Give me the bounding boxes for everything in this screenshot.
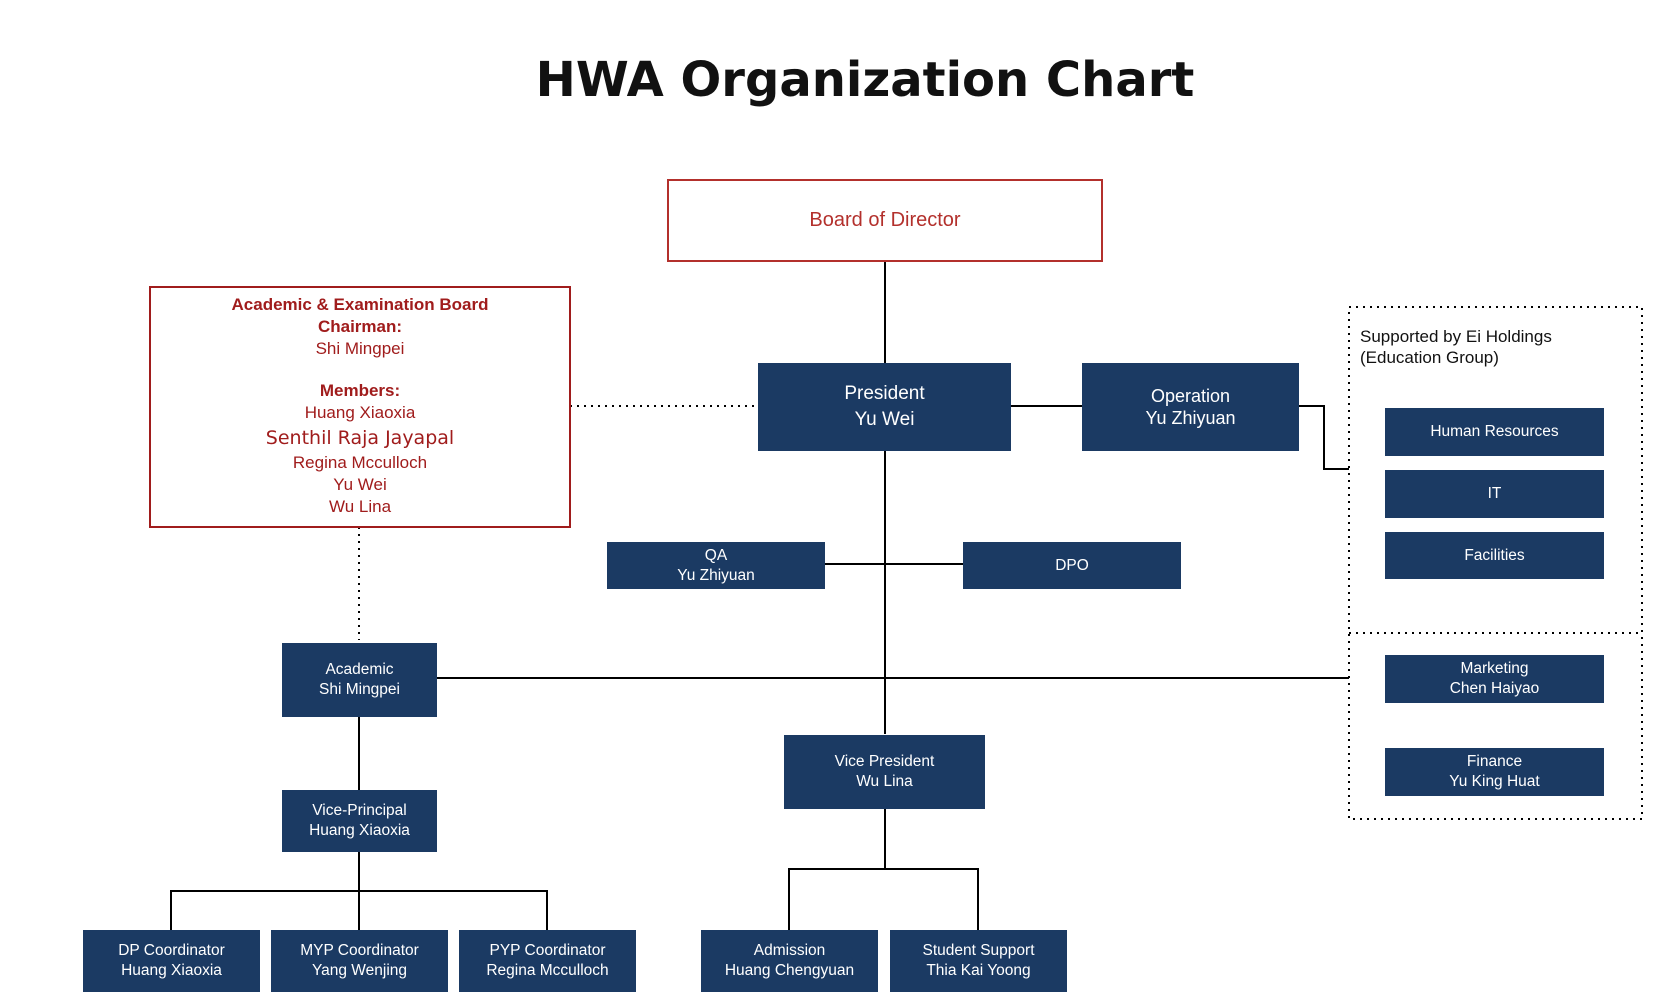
coordinator-role: MYP Coordinator [300, 942, 419, 959]
admission-name: Huang Chengyuan [724, 962, 855, 979]
facilities-label: Facilities [1464, 546, 1525, 564]
myp-coordinator-box: MYP Coordinator Yang Wenjing [271, 930, 448, 992]
member-name: Huang Xiaoxia [304, 403, 416, 422]
dp-coordinator-box: DP Coordinator Huang Xiaoxia [83, 930, 260, 992]
vice-principal-name: Huang Xiaoxia [309, 822, 410, 839]
vice-principal-role: Vice-Principal [312, 802, 407, 819]
vice-president-role: Vice President [834, 753, 935, 770]
it-box: IT [1385, 470, 1604, 518]
admission-role: Admission [753, 942, 826, 959]
support-title-line1: Supported by Ei Holdings [1360, 327, 1552, 346]
dpo-role: DPO [1055, 556, 1089, 574]
vice-president-box: Vice President Wu Lina [784, 735, 985, 809]
board-of-director-box: Board of Director [667, 179, 1103, 262]
dpo-box: DPO [963, 542, 1181, 589]
president-role: President [844, 383, 925, 404]
member-name: Wu Lina [328, 497, 392, 516]
marketing-role: Marketing [1460, 660, 1529, 677]
members-label: Members: [319, 381, 401, 400]
support-group-title: Supported by Ei Holdings (Education Grou… [1360, 326, 1552, 368]
student-support-box: Student Support Thia Kai Yoong [890, 930, 1067, 992]
coordinator-role: DP Coordinator [118, 942, 225, 959]
member-name: Yu Wei [333, 475, 387, 494]
finance-name: Yu King Huat [1449, 773, 1540, 790]
marketing-box: Marketing Chen Haiyao [1385, 655, 1604, 703]
qa-role: QA [704, 546, 728, 564]
member-name: Regina Mcculloch [292, 453, 428, 472]
operation-box: Operation Yu Zhiyuan [1082, 363, 1299, 451]
chairman-name: Shi Mingpei [315, 339, 405, 358]
qa-box: QA Yu Zhiyuan [607, 542, 825, 589]
board-of-director-label: Board of Director [809, 209, 961, 231]
finance-role: Finance [1466, 753, 1523, 770]
operation-name: Yu Zhiyuan [1145, 408, 1236, 428]
president-box: President Yu Wei [758, 363, 1011, 451]
qa-name: Yu Zhiyuan [677, 566, 755, 584]
support-title-line2: (Education Group) [1360, 348, 1499, 367]
vice-principal-box: Vice-Principal Huang Xiaoxia [282, 790, 437, 852]
vice-president-name: Wu Lina [856, 773, 913, 790]
pyp-coordinator-box: PYP Coordinator Regina Mcculloch [459, 930, 636, 992]
it-label: IT [1487, 485, 1502, 502]
student-support-name: Thia Kai Yoong [926, 962, 1031, 979]
marketing-name: Chen Haiyao [1449, 680, 1540, 697]
member-name: Senthil Raja Jayapal [265, 427, 455, 449]
academic-name: Shi Mingpei [319, 681, 400, 698]
finance-box: Finance Yu King Huat [1385, 748, 1604, 796]
student-support-role: Student Support [922, 942, 1035, 959]
page-title: HWA Organization Chart [535, 52, 1195, 108]
academic-role: Academic [325, 661, 394, 678]
human-resources-box: Human Resources [1385, 408, 1604, 456]
academic-box: Academic Shi Mingpei [282, 643, 437, 717]
facilities-box: Facilities [1385, 532, 1604, 579]
admission-box: Admission Huang Chengyuan [701, 930, 878, 992]
coordinator-name: Yang Wenjing [311, 962, 408, 979]
coordinator-role: PYP Coordinator [489, 942, 606, 959]
coordinator-name: Regina Mcculloch [486, 962, 609, 979]
human-resources-label: Human Resources [1430, 423, 1559, 440]
operation-role: Operation [1150, 386, 1231, 406]
academic-board-heading: Academic & Examination Board [231, 295, 489, 314]
chairman-label: Chairman: [317, 317, 403, 336]
academic-examination-board-box: Academic & Examination Board Chairman: S… [149, 286, 571, 528]
president-name: Yu Wei [854, 409, 915, 430]
coordinator-name: Huang Xiaoxia [121, 962, 222, 979]
